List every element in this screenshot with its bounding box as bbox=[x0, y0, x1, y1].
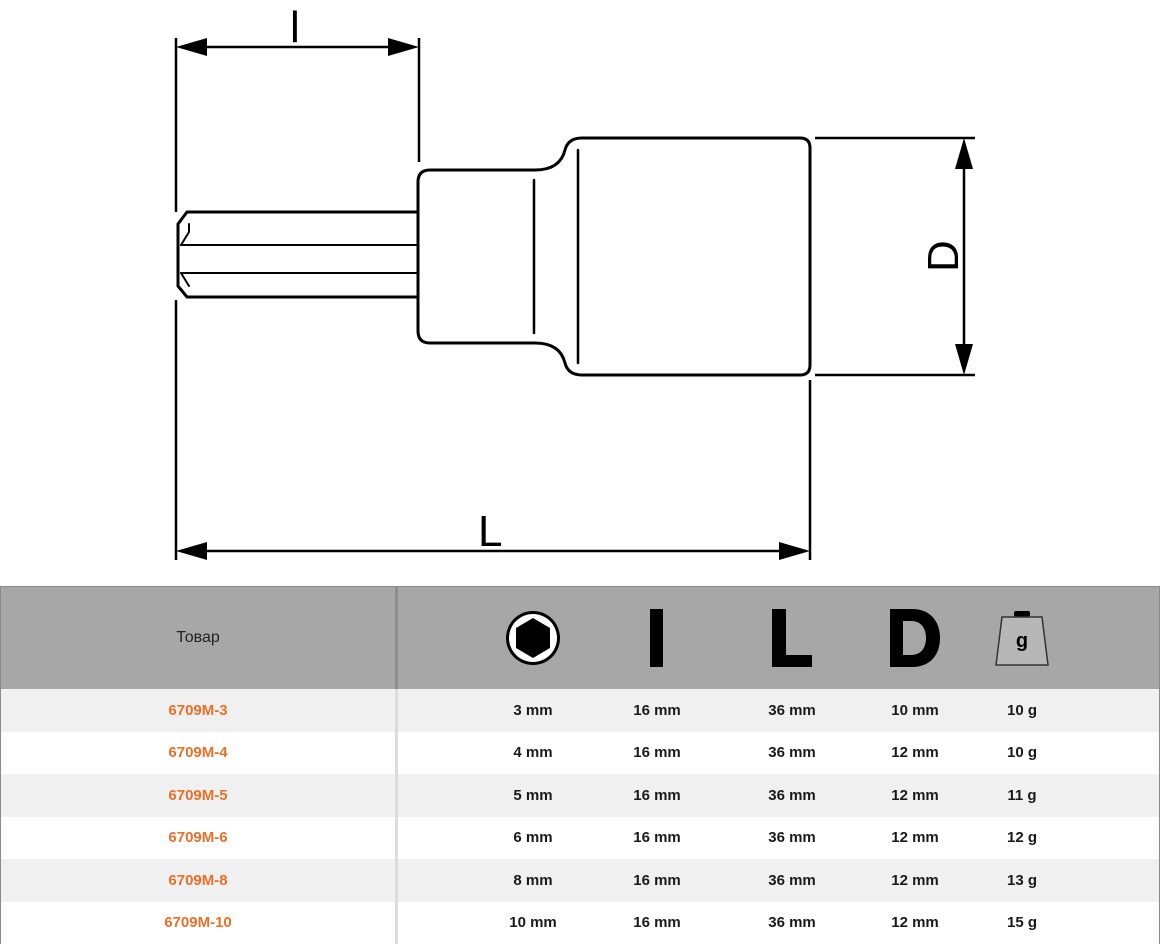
table-row: 6709M-6 6 mm 16 mm 36 mm 12 mm 12 g bbox=[1, 816, 1159, 859]
product-code[interactable]: 6709M-3 bbox=[168, 701, 228, 719]
table-body: 6709M-3 3 mm 16 mm 36 mm 10 mm 10 g 6709… bbox=[1, 689, 1159, 944]
weight-value: 11 g bbox=[1007, 786, 1037, 804]
weight-value: 15 g bbox=[1006, 914, 1037, 932]
L-value: 36 mm bbox=[768, 871, 816, 889]
table-row: 6709M-8 8 mm 16 mm 36 mm 12 mm 13 g bbox=[1, 859, 1159, 902]
dimension-label-l: l bbox=[290, 3, 300, 52]
L-value: 36 mm bbox=[768, 914, 816, 932]
diameter-D-icon bbox=[855, 587, 975, 689]
l-value: 16 mm bbox=[633, 786, 681, 804]
product-code[interactable]: 6709M-6 bbox=[168, 829, 228, 847]
table-row: 6709M-4 4 mm 16 mm 36 mm 12 mm 10 g bbox=[1, 731, 1159, 774]
dimension-label-D: D bbox=[919, 240, 968, 272]
weight-value: 10 g bbox=[1006, 701, 1037, 719]
product-code[interactable]: 6709M-8 bbox=[168, 871, 228, 889]
l-value: 16 mm bbox=[633, 744, 681, 762]
size-value: 6 mm bbox=[513, 829, 553, 847]
technical-drawing: l L D bbox=[174, 3, 975, 560]
D-value: 12 mm bbox=[891, 871, 939, 889]
weight-value: 10 g bbox=[1006, 744, 1037, 762]
hex-socket-icon bbox=[473, 587, 593, 689]
size-value: 4 mm bbox=[513, 744, 553, 762]
l-value: 16 mm bbox=[633, 914, 681, 932]
D-value: 12 mm bbox=[891, 914, 939, 932]
size-value: 3 mm bbox=[513, 701, 553, 719]
D-value: 12 mm bbox=[891, 744, 939, 762]
L-value: 36 mm bbox=[768, 744, 816, 762]
socket-body bbox=[416, 136, 812, 377]
table-row: 6709M-10 10 mm 16 mm 36 mm 12 mm 15 g bbox=[1, 901, 1159, 944]
weight-value: 13 g bbox=[1006, 871, 1037, 889]
dimension-label-L: L bbox=[478, 507, 502, 556]
D-value: 12 mm bbox=[891, 829, 939, 847]
l-value: 16 mm bbox=[633, 871, 681, 889]
hex-bit-shank bbox=[176, 210, 420, 299]
table-row: 6709M-3 3 mm 16 mm 36 mm 10 mm 10 g bbox=[1, 689, 1159, 732]
L-value: 36 mm bbox=[768, 701, 816, 719]
L-value: 36 mm bbox=[768, 829, 816, 847]
size-value: 10 mm bbox=[509, 914, 557, 932]
table-row: 6709M-5 5 mm 16 mm 36 mm 12 mm 11 g bbox=[1, 774, 1159, 817]
D-value: 10 mm bbox=[891, 701, 939, 719]
product-code[interactable]: 6709M-10 bbox=[164, 914, 232, 932]
product-code[interactable]: 6709M-4 bbox=[168, 744, 228, 762]
column-divider bbox=[395, 587, 398, 689]
L-value: 36 mm bbox=[768, 786, 816, 804]
table-header: Товар g bbox=[1, 587, 1159, 689]
weight-value: 12 g bbox=[1006, 829, 1037, 847]
spec-table: Товар g 6709M-3 bbox=[0, 586, 1160, 944]
l-value: 16 mm bbox=[633, 701, 681, 719]
length-l-icon bbox=[597, 587, 717, 689]
size-value: 5 mm bbox=[513, 786, 553, 804]
size-value: 8 mm bbox=[513, 871, 553, 889]
weight-glyph: g bbox=[1016, 630, 1028, 652]
product-code[interactable]: 6709M-5 bbox=[168, 786, 228, 804]
length-L-icon bbox=[732, 587, 852, 689]
product-column-header: Товар bbox=[176, 629, 220, 646]
weight-icon: g bbox=[962, 587, 1082, 689]
l-value: 16 mm bbox=[633, 829, 681, 847]
D-value: 12 mm bbox=[891, 786, 939, 804]
